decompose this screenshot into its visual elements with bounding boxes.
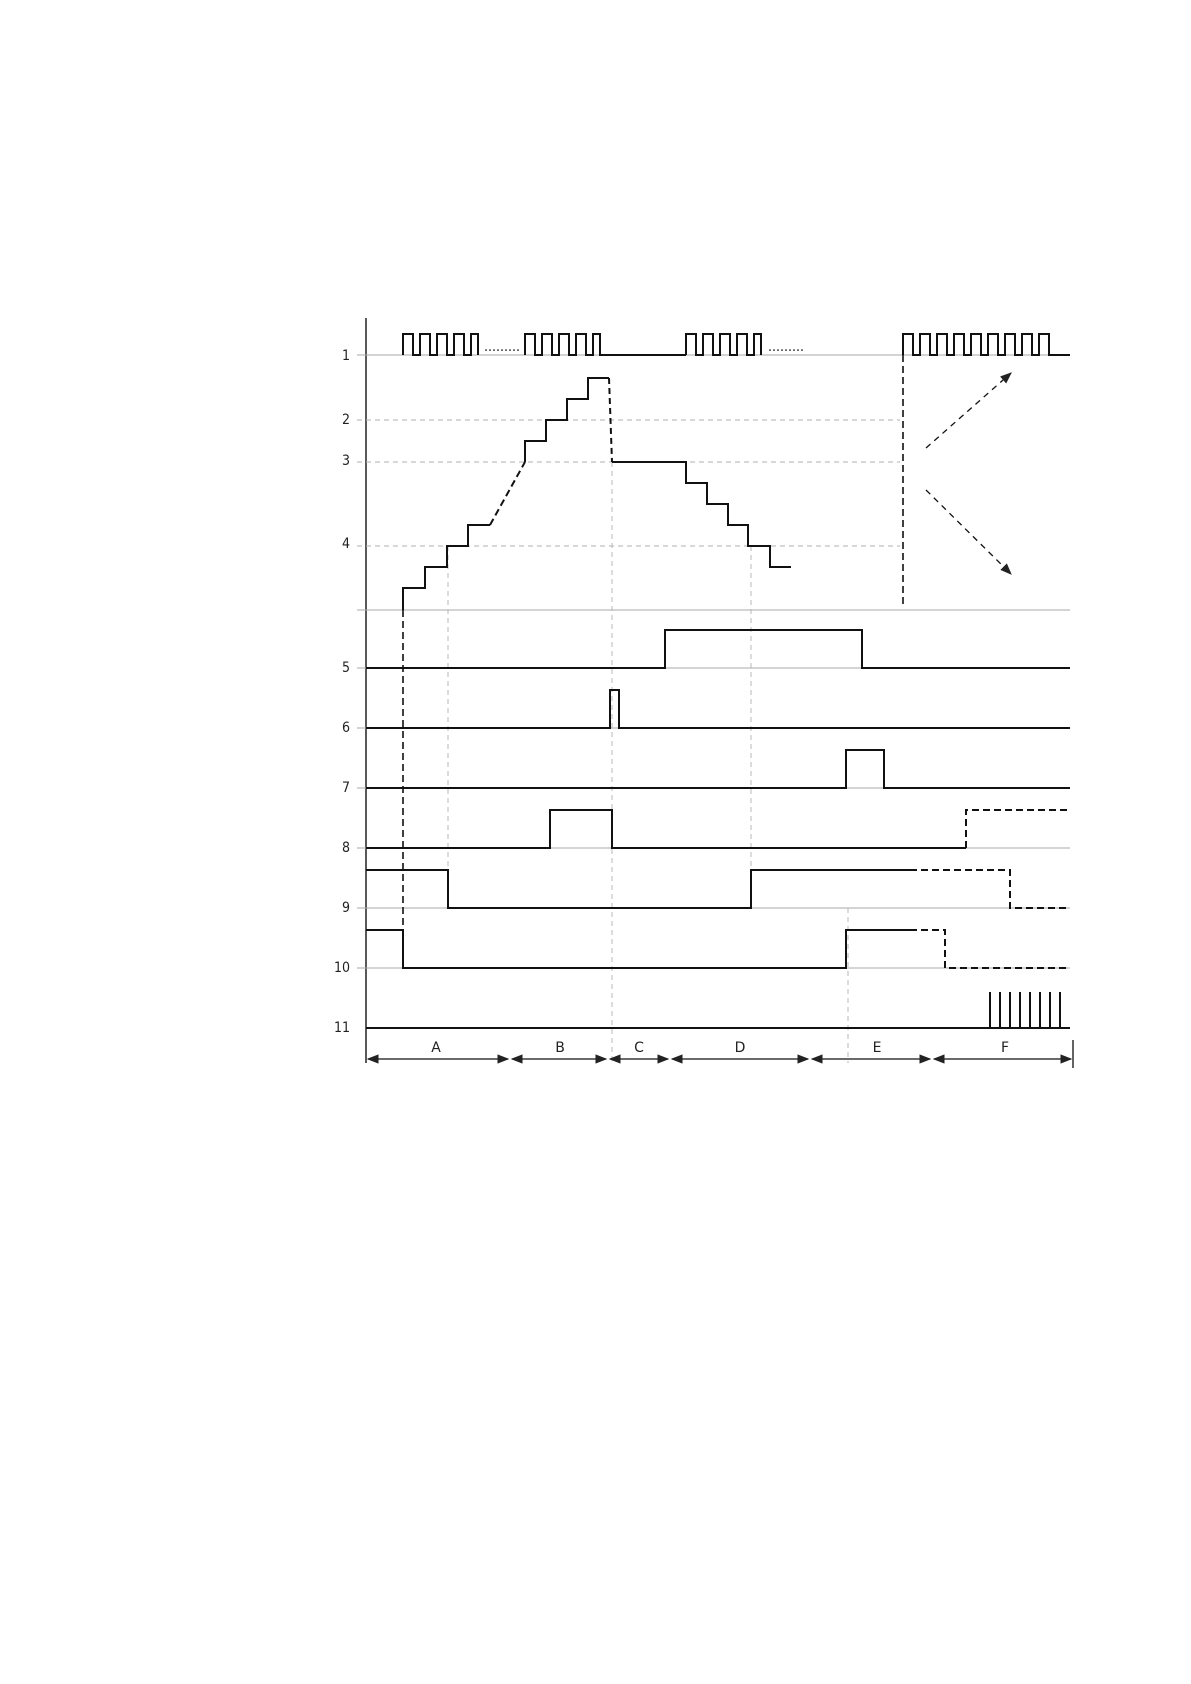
segment-label-c: C: [634, 1040, 644, 1056]
signal-7-line: [366, 750, 1070, 788]
guide-lines: [448, 462, 848, 1063]
count-down-arrow: [926, 490, 1011, 574]
level-lines: [357, 420, 900, 546]
row-label-8: 8: [342, 840, 350, 856]
row-label-1: 1: [342, 348, 350, 364]
row-label-9: 9: [342, 900, 350, 916]
segment-label-d: D: [735, 1040, 746, 1056]
segment-label-b: B: [555, 1040, 565, 1056]
baselines: [357, 355, 1070, 968]
segment-label-e: E: [873, 1040, 882, 1056]
row-label-2: 2: [342, 412, 350, 428]
signal-9-line: [366, 870, 910, 908]
pulse-ellipsis-1: .........: [484, 339, 520, 355]
row-label-3: 3: [342, 453, 350, 469]
row-labels: 1 2 3 4 5 6 7 8 9 10 11: [334, 348, 350, 1036]
segment-label-f: F: [1001, 1040, 1009, 1056]
row-label-11: 11: [334, 1020, 350, 1036]
row-label-6: 6: [342, 720, 350, 736]
row-label-4: 4: [342, 536, 350, 552]
signal-8-line: [366, 810, 966, 848]
pulse-ellipsis-2: .........: [768, 339, 804, 355]
signal-10-line: [366, 930, 910, 968]
row-label-7: 7: [342, 780, 350, 796]
signal-11-spikes: [990, 992, 1060, 1028]
signal-9-dashed: [910, 870, 1070, 908]
row-label-5: 5: [342, 660, 350, 676]
signal-10-dashed: [910, 930, 1070, 968]
segment-label-a: A: [431, 1040, 441, 1056]
signal-5-line: [366, 630, 1070, 668]
phase-segments: [368, 1040, 1073, 1068]
row-label-10: 10: [334, 960, 350, 976]
count-up-arrow: [926, 373, 1011, 448]
counter-value-staircase: [403, 378, 791, 610]
signal-8-dashed: [966, 810, 1070, 848]
signal-6-line: [366, 690, 1070, 728]
